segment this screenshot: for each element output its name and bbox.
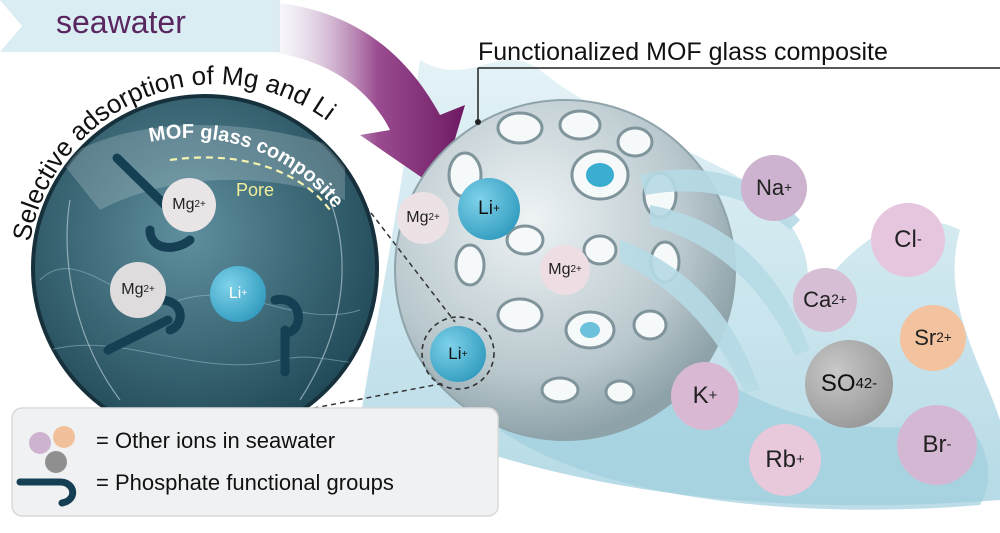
ion-li-sphere: Li+: [458, 178, 520, 240]
ion-rb: Rb+: [749, 424, 821, 496]
legend-box: [11, 407, 499, 517]
pore-inset: [31, 94, 379, 442]
legend-purple-dot: [29, 432, 51, 454]
ion-li-inset: Li+: [210, 266, 266, 322]
legend-other-ions: = Other ions in seawater: [96, 428, 336, 453]
flow-arrow: [270, 2, 465, 190]
ion-na: Na+: [741, 155, 807, 221]
seawater-banner: [0, 0, 280, 52]
legend-phosphate-icon: [16, 478, 77, 507]
title-pointer-dot: [475, 119, 481, 125]
legend-phosphate: = Phosphate functional groups: [96, 470, 394, 495]
ion-k: K+: [671, 362, 739, 430]
composite-title: Functionalized MOF glass composite: [478, 38, 888, 66]
ion-br: Br -: [897, 405, 977, 485]
seawater-label: seawater: [56, 4, 186, 40]
legend-orange-dot: [53, 426, 75, 448]
ion-cl: Cl-: [871, 203, 945, 277]
ion-li-zoom: Li+: [430, 326, 486, 382]
water-streams: [620, 169, 810, 393]
pore-boundary: [169, 156, 331, 211]
zoom-ring: [421, 316, 495, 390]
legend-gray-dot: [45, 451, 67, 473]
pore-label: Pore: [236, 180, 275, 200]
